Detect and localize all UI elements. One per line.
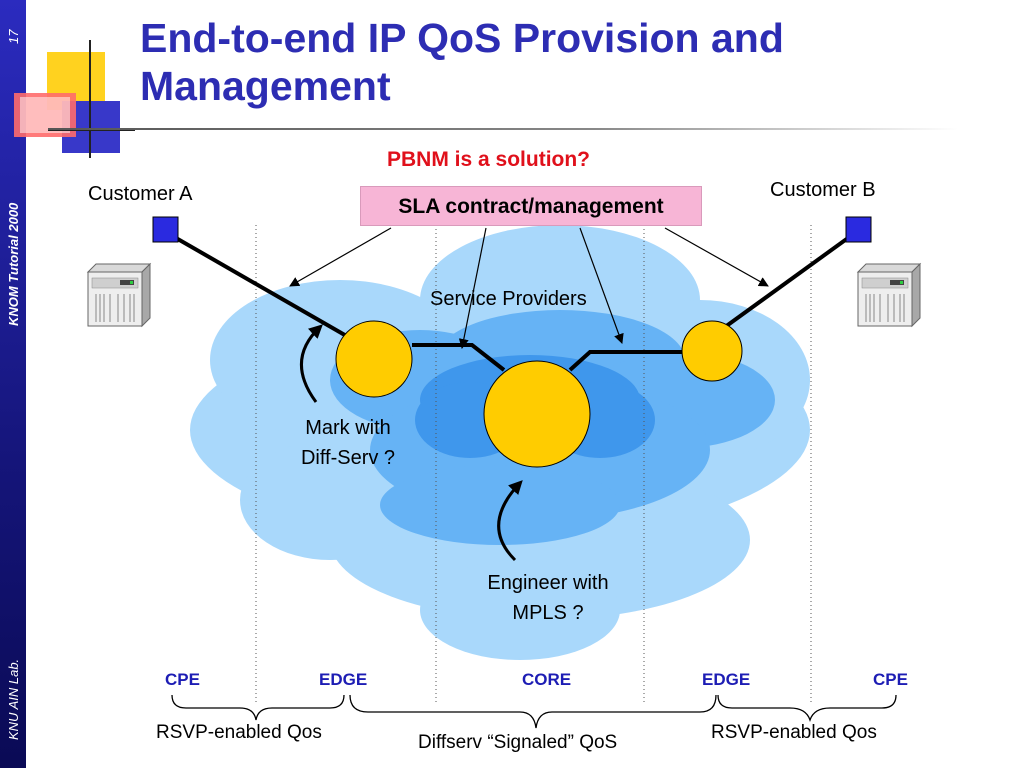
service-providers-label: Service Providers <box>430 288 587 310</box>
engineer-mpls-label: Engineer with MPLS ? <box>462 568 634 628</box>
title-line-1: End-to-end IP QoS Provision and <box>140 15 784 61</box>
engineer-line-2: MPLS ? <box>512 602 584 624</box>
tier-cpe-left: CPE <box>165 670 200 689</box>
mark-line-2: Diff-Serv ? <box>300 447 396 469</box>
server-icon-left <box>86 262 152 328</box>
customer-b-node <box>845 216 872 243</box>
slide-title: End-to-end IP QoS Provision and Manageme… <box>140 14 1000 110</box>
mark-diffserv-label: Mark with Diff-Serv ? <box>280 413 416 473</box>
qos-right-label: RSVP-enabled Qos <box>711 722 877 743</box>
title-line-2: Management <box>140 63 391 109</box>
server-icon-right <box>856 262 922 328</box>
core-router <box>483 360 591 468</box>
edge-router-left <box>335 320 413 398</box>
tier-cpe-right: CPE <box>873 670 908 689</box>
qos-left-label: RSVP-enabled Qos <box>156 722 322 743</box>
tier-edge-right: EDGE <box>702 670 751 689</box>
title-divider <box>48 128 958 130</box>
mark-line-1: Mark with <box>305 417 391 439</box>
qos-middle-label: Diffserv “Signaled” QoS <box>418 732 618 753</box>
edge-router-right <box>681 320 743 382</box>
pbnm-question: PBNM is a solution? <box>387 148 591 171</box>
customer-b-label: Customer B <box>770 179 876 201</box>
tier-core: CORE <box>522 670 572 689</box>
tier-edge-left: EDGE <box>319 670 368 689</box>
customer-a-node <box>152 216 179 243</box>
customer-a-label: Customer A <box>88 183 193 205</box>
decorative-blocks-logo <box>14 40 135 158</box>
engineer-line-1: Engineer with <box>487 572 609 594</box>
sla-contract-box: SLA contract/management <box>360 186 702 226</box>
